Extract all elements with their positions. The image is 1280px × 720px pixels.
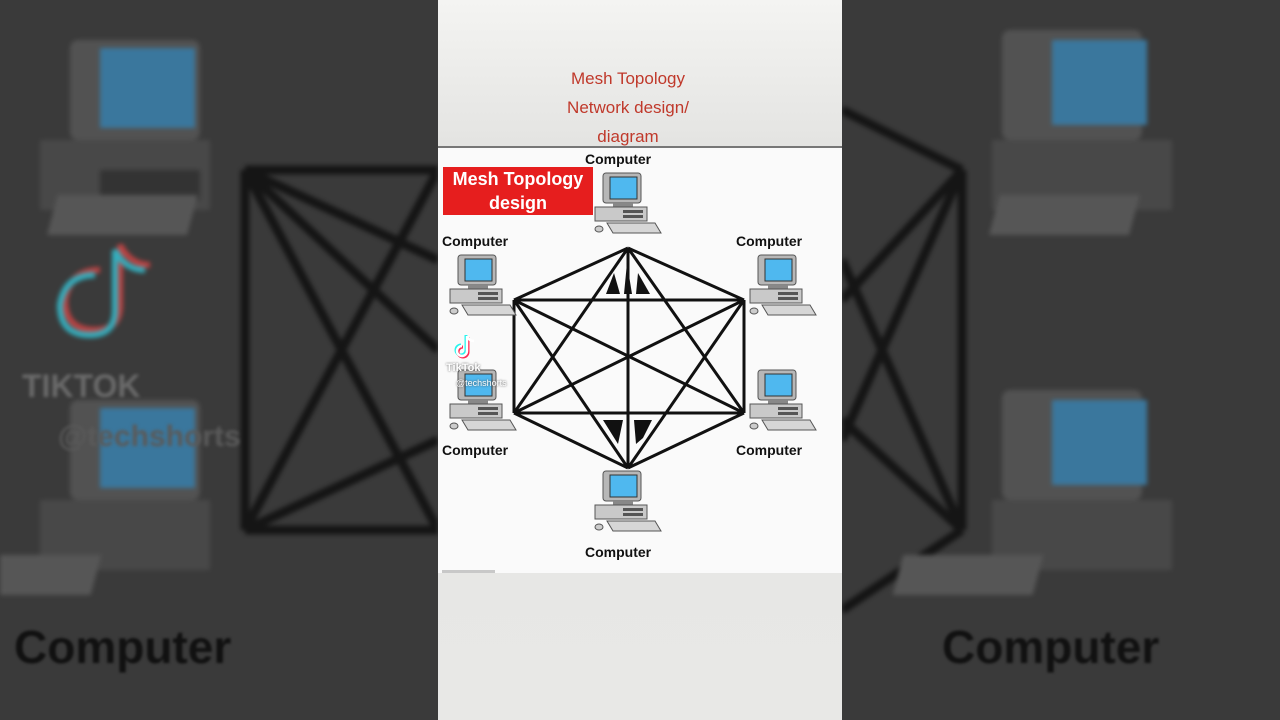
- video-progress-bar[interactable]: [442, 570, 495, 573]
- video-frame[interactable]: Mesh Topology Network design/ diagram: [438, 0, 842, 720]
- computer-upper-right-icon: [749, 254, 817, 316]
- computer-bottom-icon: [594, 470, 662, 532]
- computer-lower-left-label: Computer: [442, 442, 509, 458]
- title-badge: Mesh Topology design: [443, 167, 593, 215]
- caption-line-2: Network design/: [567, 98, 689, 117]
- diagram-artifacts: [603, 263, 652, 444]
- badge-line-1: Mesh Topology: [452, 169, 584, 189]
- link-top-upperright: [627, 246, 745, 302]
- blurred-diagram-right: [842, 30, 1172, 614]
- diagram-panel: Computer Computer Computer Computer Comp…: [438, 148, 842, 573]
- computer-bottom-label: Computer: [585, 544, 652, 560]
- computer-lower-right-icon: [749, 369, 817, 431]
- computer-upper-left-label: Computer: [442, 233, 509, 249]
- link-top-lowerright: [626, 247, 746, 414]
- link-top-upperleft: [513, 246, 629, 302]
- tiktok-watermark-handle: @techshorts: [456, 378, 507, 388]
- badge-line-2: design: [488, 193, 547, 213]
- blurred-background-left: TIKTOK @techshorts Computer: [0, 0, 438, 720]
- link-lowerleft-bottom: [513, 411, 629, 470]
- computer-lower-right-label: Computer: [736, 442, 803, 458]
- blurred-tiktok-text: TIKTOK: [22, 368, 141, 404]
- mesh-links: [512, 246, 746, 470]
- tiktok-watermark-brand: TikTok: [446, 362, 481, 374]
- computer-upper-left-icon: [449, 254, 517, 316]
- blurred-handle-text: @techshorts: [58, 420, 241, 453]
- caption: Mesh Topology Network design/ diagram: [438, 64, 818, 151]
- link-upperright-lowerleft: [513, 298, 745, 415]
- tiktok-logo-icon: [454, 335, 475, 359]
- blurred-computer-label-right: Computer: [942, 621, 1160, 673]
- mesh-topology-diagram: [449, 172, 817, 532]
- computer-top-label: Computer: [585, 151, 652, 167]
- blurred-diagram-left: [0, 40, 438, 595]
- link-upperright-bottom: [626, 299, 746, 469]
- link-lowerright-bottom: [627, 411, 745, 470]
- blurred-computer-label: Computer: [14, 621, 232, 673]
- caption-line-1: Mesh Topology: [570, 69, 686, 88]
- computer-top-icon: [594, 172, 662, 234]
- computer-upper-right-label: Computer: [736, 233, 803, 249]
- blurred-background-right: Computer: [842, 0, 1280, 720]
- link-top-lowerleft: [512, 247, 630, 414]
- caption-line-3: diagram: [597, 127, 659, 146]
- caption-divider: [438, 146, 842, 148]
